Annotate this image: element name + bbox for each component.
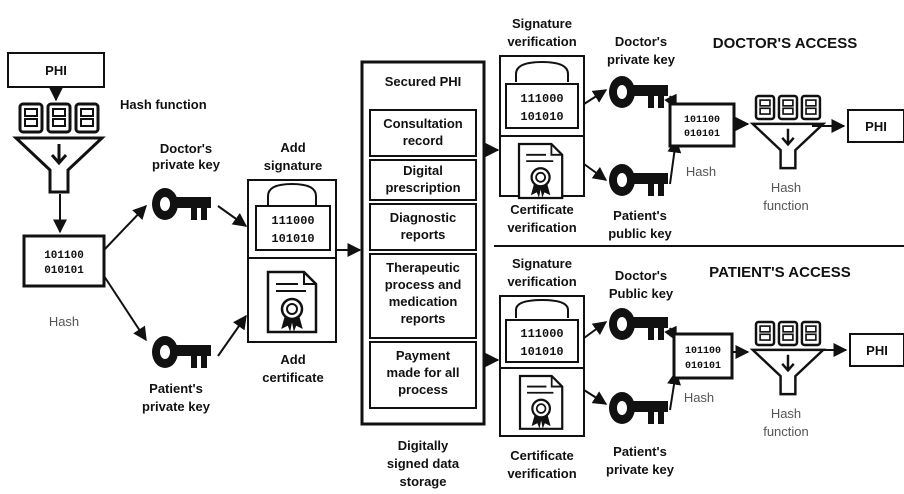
svg-text:Hash: Hash (771, 406, 801, 421)
svg-text:Doctor's: Doctor's (615, 268, 667, 283)
add-signature-label-1: Add (280, 140, 305, 155)
svg-text:Consultation: Consultation (383, 116, 462, 131)
svg-text:process and: process and (385, 277, 462, 292)
patient-signature-box (505, 319, 579, 363)
svg-text:Therapeutic: Therapeutic (386, 260, 460, 275)
storage-item-diagnostic (369, 203, 477, 251)
hash-function-label: Hash function (120, 97, 207, 112)
svg-text:verification: verification (507, 34, 576, 49)
svg-text:010101: 010101 (684, 129, 720, 140)
certificate-icon (266, 270, 318, 334)
svg-text:private key: private key (606, 462, 675, 477)
patient-padlock-icon (515, 298, 569, 318)
svg-text:101010: 101010 (520, 345, 563, 359)
svg-text:made for all: made for all (387, 365, 460, 380)
patient-hash-box (672, 332, 734, 380)
patient-access-key-bottom-icon (609, 392, 668, 424)
hash-value-line2: 010101 (44, 265, 84, 277)
svg-text:101010: 101010 (520, 110, 563, 124)
hash-function-icon (14, 102, 104, 194)
svg-text:Doctor's: Doctor's (615, 34, 667, 49)
doctor-signature-box (505, 83, 579, 129)
patient-private-key-label-2: private key (142, 399, 211, 414)
svg-text:Diagnostic: Diagnostic (390, 210, 456, 225)
svg-text:Public key: Public key (609, 286, 674, 301)
doctor-private-key-icon (152, 188, 211, 220)
signature-value-line2: 101010 (271, 232, 314, 246)
patient-certificate-icon (518, 374, 564, 430)
svg-text:medication: medication (389, 294, 458, 309)
doctor-padlock-icon (515, 60, 569, 82)
svg-text:Certificate: Certificate (510, 202, 574, 217)
svg-text:verification: verification (507, 274, 576, 289)
svg-text:Signature: Signature (512, 256, 572, 271)
phi-source-label: PHI (45, 63, 67, 78)
svg-text:PHI: PHI (866, 343, 888, 358)
svg-text:Certificate: Certificate (510, 448, 574, 463)
svg-text:verification: verification (507, 466, 576, 481)
doctor-access-key-top-icon (609, 76, 668, 108)
svg-text:process: process (398, 382, 448, 397)
hash-value-line1: 101100 (44, 250, 84, 262)
hash-label: Hash (49, 314, 79, 329)
svg-text:prescription: prescription (385, 180, 460, 195)
padlock-icon (267, 182, 317, 206)
svg-text:101100: 101100 (685, 346, 721, 357)
patient-access-key-top-icon (609, 308, 668, 340)
svg-text:Payment: Payment (396, 348, 451, 363)
doctor-access-key-bottom-icon (609, 164, 668, 196)
add-signature-label-2: signature (264, 158, 323, 173)
svg-text:record: record (403, 133, 444, 148)
doctor-private-key-label-1: Doctor's (160, 141, 212, 156)
doctor-phi-box (847, 109, 904, 143)
svg-text:Signature: Signature (512, 16, 572, 31)
svg-text:verification: verification (507, 220, 576, 235)
storage-caption-2: signed data (387, 456, 460, 471)
doctor-hash-box (668, 102, 736, 148)
doctor-certificate-icon (517, 142, 564, 200)
svg-text:101100: 101100 (684, 115, 720, 126)
patient-phi-box (849, 333, 904, 367)
svg-text:reports: reports (401, 311, 446, 326)
storage-item-payment (369, 341, 477, 409)
storage-item-therapeutic (369, 253, 477, 339)
svg-text:function: function (763, 424, 809, 439)
svg-text:Hash: Hash (771, 180, 801, 195)
doctor-private-key-label-2: private key (152, 157, 221, 172)
add-certificate-label-1: Add (280, 352, 305, 367)
patient-private-key-icon (152, 336, 211, 368)
svg-text:PHI: PHI (865, 119, 887, 134)
svg-text:Patient's: Patient's (613, 208, 667, 223)
patient-hash-function-icon (751, 320, 825, 396)
hash-box (22, 234, 106, 288)
add-certificate-label-2: certificate (262, 370, 323, 385)
storage-item-prescription (369, 159, 477, 201)
svg-text:reports: reports (401, 227, 446, 242)
patient-access-title: PATIENT'S ACCESS (709, 264, 851, 281)
svg-text:Hash: Hash (684, 390, 714, 405)
svg-text:private key: private key (607, 52, 676, 67)
storage-item-consultation (369, 109, 477, 157)
secured-phi-title: Secured PHI (385, 74, 462, 89)
signature-box (255, 205, 331, 251)
svg-text:public key: public key (608, 226, 672, 241)
svg-text:Hash: Hash (686, 164, 716, 179)
doctor-access-title: DOCTOR'S ACCESS (713, 35, 857, 52)
storage-caption-1: Digitally (398, 438, 449, 453)
patient-private-key-label-1: Patient's (149, 381, 203, 396)
svg-text:function: function (763, 198, 809, 213)
svg-text:Patient's: Patient's (613, 444, 667, 459)
svg-text:010101: 010101 (685, 361, 721, 372)
svg-text:111000: 111000 (520, 327, 563, 341)
svg-text:111000: 111000 (520, 92, 563, 106)
storage-caption-3: storage (400, 474, 447, 489)
signature-value-line1: 111000 (271, 214, 314, 228)
doctor-hash-function-icon (751, 94, 825, 170)
svg-text:Digital: Digital (403, 163, 443, 178)
